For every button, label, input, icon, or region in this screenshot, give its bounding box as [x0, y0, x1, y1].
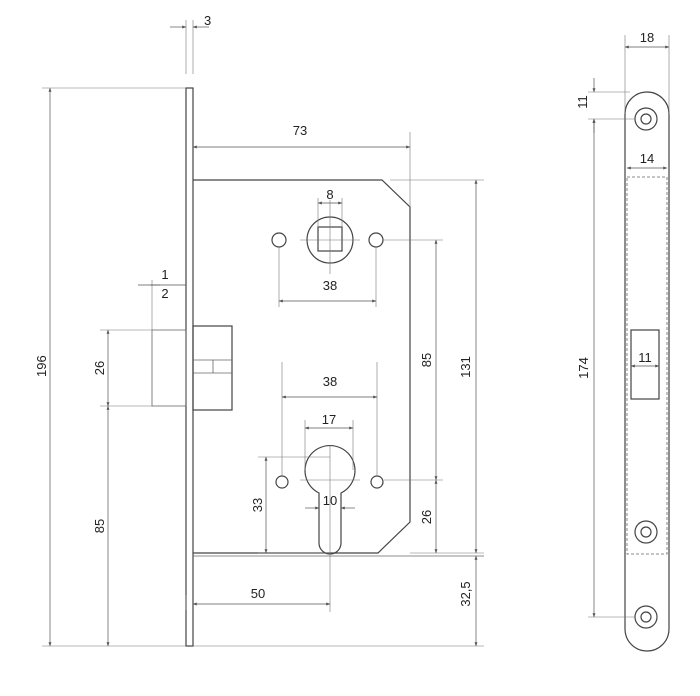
dim-latch-offset-1: 1: [161, 267, 168, 282]
dim-screw-hole-offset: 11: [575, 95, 590, 109]
dim-spindle-square: 8: [326, 187, 333, 202]
body-slot: [626, 176, 668, 555]
dim-faceplate-thickness: 3: [204, 13, 211, 28]
dim-latch-window-width: 11: [638, 350, 652, 365]
dim-backset: 50: [251, 586, 265, 601]
dim-body-height: 131: [458, 356, 473, 378]
dim-handle-screw-spacing: 38: [323, 278, 337, 293]
latch-window: [630, 329, 660, 400]
faceplate-screw-hole-middle: [634, 520, 658, 544]
dim-total-height: 196: [34, 355, 49, 377]
latch-bolt: [151, 325, 233, 411]
dim-faceplate-length: 174: [576, 357, 591, 379]
dim-cylinder-to-body-bottom: 26: [419, 510, 434, 524]
spindle-hub: [300, 200, 360, 274]
cylinder-screw-hole-left: [275, 475, 289, 489]
handle-screw-hole-right: [368, 232, 384, 248]
faceplate-side: [185, 87, 194, 647]
dim-slot-width: 14: [640, 151, 654, 166]
dim-cylinder-lower-width: 10: [323, 493, 337, 508]
side-view: [151, 87, 484, 647]
dim-latch-height: 26: [92, 361, 107, 375]
cylinder-cutout: [304, 445, 356, 555]
dim-body-depth: 73: [293, 123, 307, 138]
lock-body-outline: [193, 179, 411, 554]
dim-cylinder-width: 17: [322, 412, 336, 427]
dim-faceplate-width: 18: [640, 30, 654, 45]
handle-screw-hole-left: [271, 232, 287, 248]
faceplate-front: [624, 91, 670, 652]
faceplate-screw-hole-top: [634, 107, 658, 131]
dimension-lines: [42, 20, 670, 647]
dim-faceplate-below-body: 32,5: [458, 581, 473, 606]
dim-centre-distance: 85: [419, 353, 434, 367]
dim-cylinder-screw-spacing: 38: [323, 374, 337, 389]
front-view: [624, 91, 670, 652]
dim-latch-to-bottom: 85: [92, 519, 107, 533]
dim-latch-offset-2: 2: [161, 286, 168, 301]
dim-cylinder-height: 33: [250, 498, 265, 512]
faceplate-screw-hole-bottom: [634, 605, 658, 629]
cylinder-screw-hole-right: [370, 475, 384, 489]
